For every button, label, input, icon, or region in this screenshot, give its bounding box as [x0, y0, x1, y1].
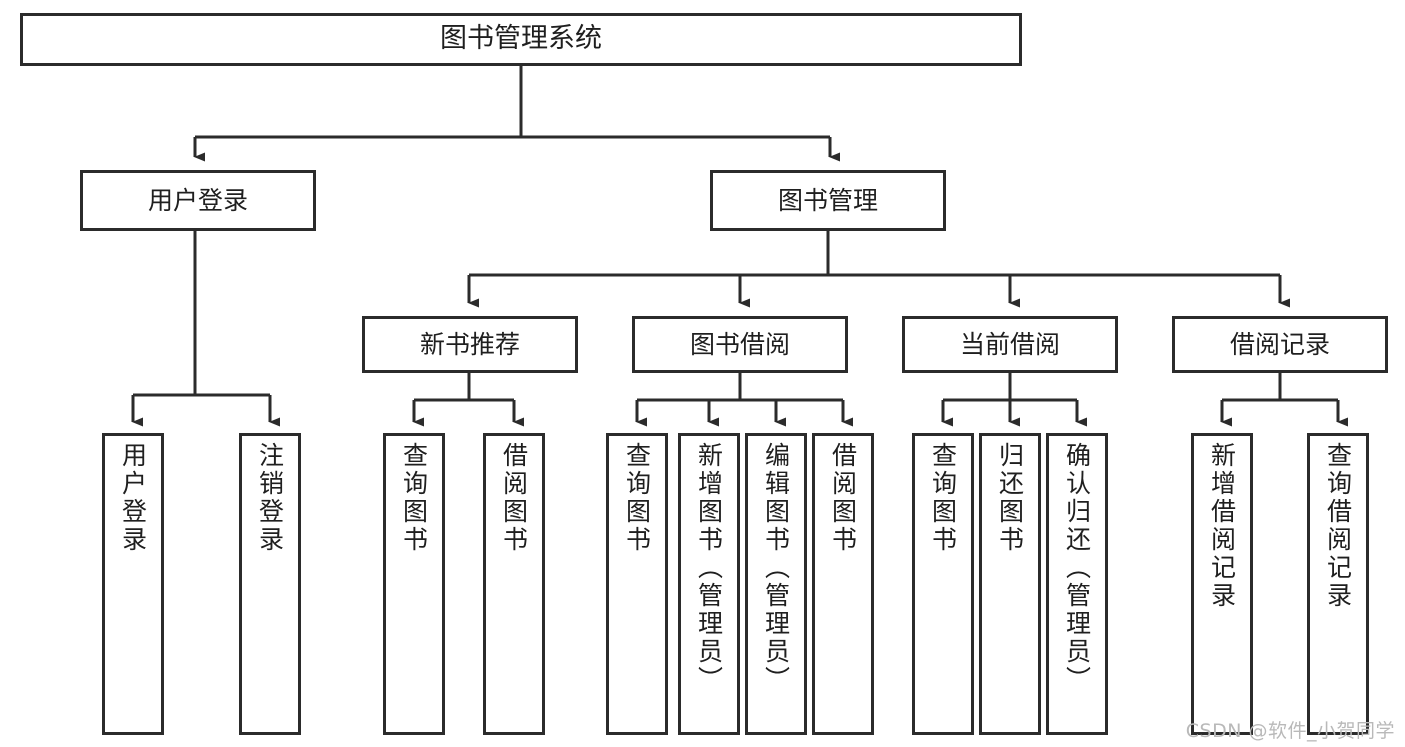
- leaf-add-borrow-record[interactable]: 新增借阅记录: [1191, 433, 1253, 735]
- node-label: 查询图书: [622, 442, 652, 554]
- node-label: 图书借阅: [689, 329, 790, 359]
- node-label: 借阅图书: [828, 442, 858, 554]
- node-book-borrow[interactable]: 图书借阅: [632, 316, 848, 373]
- leaf-edit-book-admin[interactable]: 编辑图书（管理员）: [745, 433, 807, 735]
- leaf-query-borrow-record[interactable]: 查询借阅记录: [1307, 433, 1369, 735]
- leaf-borrow-book[interactable]: 借阅图书: [812, 433, 874, 735]
- node-new-book-recommend[interactable]: 新书推荐: [362, 316, 578, 373]
- node-label: 新增图书（管理员）: [694, 442, 724, 694]
- node-label: 新书推荐: [419, 329, 520, 359]
- leaf-borrow-book-recommend[interactable]: 借阅图书: [483, 433, 545, 735]
- node-label: 借阅图书: [499, 442, 529, 554]
- node-label: 确认归还（管理员）: [1062, 442, 1092, 694]
- node-label: 当前借阅: [959, 329, 1060, 359]
- node-label: 归还图书: [995, 442, 1025, 554]
- leaf-query-book-recommend[interactable]: 查询图书: [383, 433, 445, 735]
- node-borrow-record[interactable]: 借阅记录: [1172, 316, 1388, 373]
- leaf-return-book[interactable]: 归还图书: [979, 433, 1041, 735]
- node-label: 图书管理系统: [440, 23, 602, 55]
- leaf-logout[interactable]: 注销登录: [239, 433, 301, 735]
- node-label: 新增借阅记录: [1207, 442, 1237, 610]
- node-label: 借阅记录: [1229, 329, 1330, 359]
- leaf-confirm-return-admin[interactable]: 确认归还（管理员）: [1046, 433, 1108, 735]
- csdn-watermark: CSDN @软件_小贺同学: [1185, 720, 1395, 742]
- node-current-borrow[interactable]: 当前借阅: [902, 316, 1118, 373]
- node-label: 用户登录: [118, 442, 148, 554]
- node-label: 查询图书: [399, 442, 429, 554]
- node-user-login[interactable]: 用户登录: [80, 170, 316, 231]
- leaf-query-book-current[interactable]: 查询图书: [912, 433, 974, 735]
- node-label: 编辑图书（管理员）: [761, 442, 791, 694]
- node-label: 查询图书: [928, 442, 958, 554]
- leaf-add-book-admin[interactable]: 新增图书（管理员）: [678, 433, 740, 735]
- node-label: 注销登录: [255, 442, 285, 554]
- node-label: 图书管理: [777, 185, 878, 215]
- node-label: 用户登录: [147, 185, 248, 215]
- node-book-management[interactable]: 图书管理: [710, 170, 946, 231]
- node-label: 查询借阅记录: [1323, 442, 1353, 610]
- leaf-query-book-borrow[interactable]: 查询图书: [606, 433, 668, 735]
- node-root-book-management-system[interactable]: 图书管理系统: [20, 13, 1022, 66]
- leaf-user-login[interactable]: 用户登录: [102, 433, 164, 735]
